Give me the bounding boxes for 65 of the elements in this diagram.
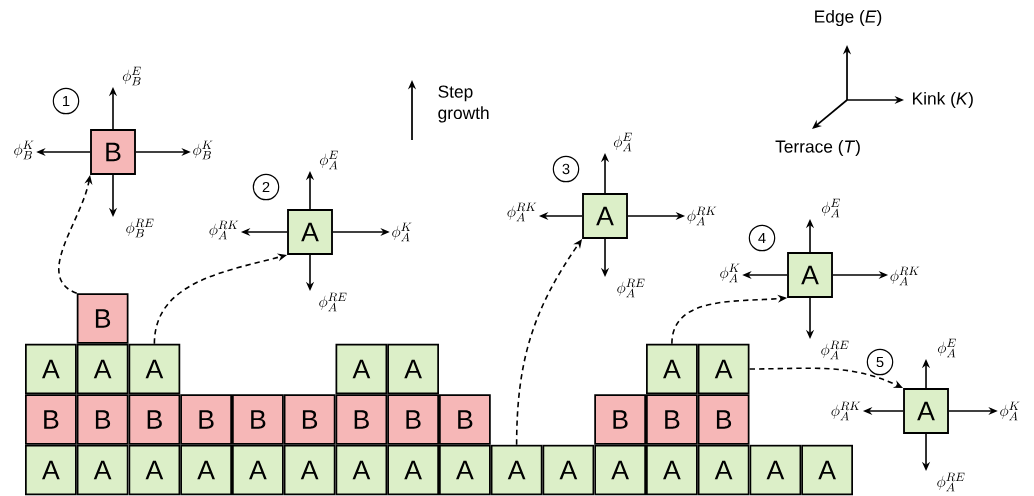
crystal-block: A bbox=[335, 343, 388, 395]
crystal-block: B bbox=[25, 394, 77, 445]
crystal-block: A bbox=[128, 444, 181, 496]
crystal-block: A bbox=[25, 343, 77, 395]
crystal-block: A bbox=[542, 444, 595, 496]
flux-label: $\phi_{A}^{RE}$ bbox=[319, 292, 347, 312]
flux-label: $\phi_{B}^{K}$ bbox=[193, 140, 213, 160]
crystal-block: A bbox=[749, 444, 802, 496]
crystal-block: A bbox=[25, 444, 77, 496]
crystal-block: A bbox=[646, 444, 698, 496]
crystal-block: B bbox=[439, 394, 491, 445]
crystal-block: A bbox=[594, 444, 646, 496]
crystal-block: B bbox=[76, 394, 129, 445]
crystal-block: A bbox=[646, 343, 698, 395]
crystal-block: B bbox=[697, 394, 750, 445]
flux-label: $\phi_{A}^{RK}$ bbox=[687, 206, 717, 226]
crystal-block: A bbox=[439, 444, 491, 496]
crystal-block: B bbox=[76, 293, 129, 344]
flux-label: $\phi_{A}^{E}$ bbox=[937, 338, 956, 358]
site-box: A bbox=[582, 193, 628, 239]
crystal-block: A bbox=[283, 444, 336, 496]
crystal-block: B bbox=[232, 394, 284, 445]
flux-label: $\phi_{A}^{RE}$ bbox=[617, 278, 645, 298]
crystal-block: A bbox=[335, 444, 388, 496]
crystal-block: A bbox=[76, 343, 129, 395]
flux-label: $\phi_{A}^{RK}$ bbox=[209, 220, 239, 240]
axis-label: Edge (E) bbox=[815, 9, 882, 27]
crystal-block: A bbox=[697, 343, 750, 395]
crystal-block: A bbox=[801, 444, 853, 496]
crystal-block: A bbox=[180, 444, 232, 496]
flux-label: $\phi_{A}^{RK}$ bbox=[507, 202, 537, 222]
note-text: Step growth bbox=[438, 85, 489, 123]
flux-label: $\phi_{B}^{E}$ bbox=[122, 66, 141, 86]
crystal-block: B bbox=[594, 394, 646, 445]
flux-label: $\phi_{A}^{K}$ bbox=[720, 263, 740, 283]
crystal-block: A bbox=[490, 444, 543, 496]
crystal-block: B bbox=[335, 394, 388, 445]
flux-label: $\phi_{A}^{K}$ bbox=[1000, 401, 1020, 421]
crystal-block: A bbox=[128, 343, 181, 395]
flux-label: $\phi_{A}^{RK}$ bbox=[890, 266, 920, 286]
flux-label: $\phi_{A}^{E}$ bbox=[821, 198, 840, 218]
flux-label: $\phi_{B}^{K}$ bbox=[14, 140, 34, 160]
flux-label: $\phi_{A}^{K}$ bbox=[392, 222, 412, 242]
crystal-block: B bbox=[387, 394, 439, 445]
axis-label: Kink (K) bbox=[913, 91, 973, 109]
crystal-block: A bbox=[387, 343, 439, 395]
axis-label: Terrace (T) bbox=[775, 139, 860, 157]
site-box: B bbox=[90, 129, 136, 175]
crystal-block: B bbox=[128, 394, 181, 445]
crystal-block: A bbox=[387, 444, 439, 496]
site-box: A bbox=[903, 388, 949, 434]
flux-label: $\phi_{A}^{RK}$ bbox=[831, 401, 861, 421]
crystal-block: A bbox=[697, 444, 750, 496]
crystal-block: B bbox=[646, 394, 698, 445]
flux-label: $\phi_{A}^{E}$ bbox=[613, 132, 632, 152]
crystal-block: A bbox=[232, 444, 284, 496]
flux-label: $\phi_{A}^{E}$ bbox=[319, 150, 338, 170]
flux-label: $\phi_{A}^{RE}$ bbox=[821, 340, 849, 360]
flux-label: $\phi_{A}^{RE}$ bbox=[937, 472, 965, 492]
flux-label: $\phi_{B}^{RE}$ bbox=[126, 218, 154, 238]
site-box: A bbox=[787, 252, 833, 298]
crystal-block: B bbox=[180, 394, 232, 445]
site-box: A bbox=[287, 209, 333, 255]
crystal-block: B bbox=[283, 394, 336, 445]
crystal-block: A bbox=[76, 444, 129, 496]
